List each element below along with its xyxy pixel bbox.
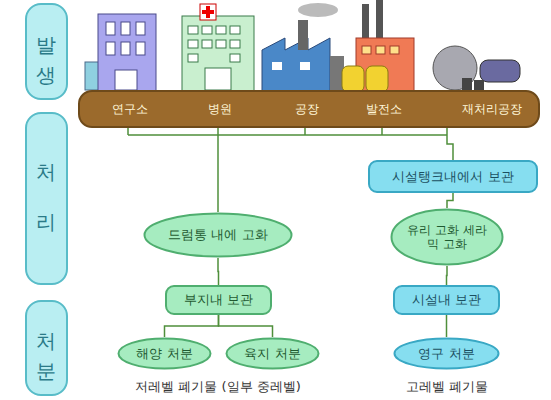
node-text: 처리 — [35, 149, 59, 249]
factory-building — [262, 38, 330, 92]
research-building — [98, 14, 156, 92]
stage-pill: 처리 — [25, 112, 68, 285]
process-ellipse: 드럼통 내에 고화 — [143, 212, 293, 258]
windows — [106, 22, 145, 90]
flow-connector — [219, 315, 273, 337]
windows — [272, 62, 310, 70]
disposal-ellipse: 영구 처분 — [393, 337, 500, 370]
stage-pill: 처분 — [25, 300, 68, 396]
flow-connector — [446, 266, 448, 285]
source-band: 연구소 병원 공장 발전소 재처리공장 — [78, 90, 540, 128]
source-label: 연구소 — [112, 102, 148, 116]
source-label: 병원 — [208, 102, 232, 116]
node-text: 시설탱크내에서 보관 — [392, 169, 513, 185]
node-text: 유리 고화 세라믹 고화 — [407, 223, 487, 252]
storage-box: 부지내 보관 — [165, 285, 272, 315]
node-text: 해양 처분 — [136, 346, 192, 362]
ellipse-shape — [119, 339, 211, 369]
source-label: 발전소 — [366, 102, 402, 116]
source-label: 공장 — [295, 102, 319, 116]
node-text: 처분 — [35, 318, 59, 378]
red-cross — [202, 6, 214, 18]
node-text: 드럼통 내에 고화 — [168, 227, 267, 243]
chimney — [362, 4, 369, 42]
windows — [188, 26, 240, 90]
stage-pill: 발생 — [25, 3, 68, 100]
flow-connector — [447, 128, 453, 160]
disposal-ellipse: 육지 처분 — [225, 337, 320, 370]
ellipse-shape — [145, 214, 292, 257]
flow-connector — [165, 315, 219, 337]
storage-tank — [366, 66, 388, 92]
chimney — [376, 0, 383, 42]
node-text: 발생 — [35, 22, 59, 82]
node-text: 육지 처분 — [244, 346, 300, 362]
storage-box: 시설내 보관 — [393, 285, 500, 315]
chimney — [298, 20, 308, 50]
category-label: 저레벨 폐기물 (일부 중레벨) — [135, 378, 301, 396]
ellipse-shape — [227, 339, 319, 369]
ellipse-shape — [392, 210, 503, 265]
smoke — [298, 3, 338, 17]
storage-box: 시설탱크내에서 보관 — [368, 160, 538, 193]
flow-connector — [446, 315, 448, 337]
merge-wire — [128, 128, 447, 135]
ellipse-shape — [395, 339, 499, 369]
cross-sign — [200, 4, 216, 20]
flow-connector — [447, 193, 453, 208]
flow-connector — [217, 128, 219, 212]
horizontal-tank — [480, 60, 520, 82]
process-ellipse: 유리 고화 세라믹 고화 — [390, 208, 504, 266]
disposal-ellipse: 해양 처분 — [117, 337, 212, 370]
storage-tank — [342, 66, 364, 92]
category-label: 고레벨 폐기물 — [406, 378, 488, 396]
source-label: 재처리공장 — [462, 102, 522, 116]
node-text: 시설내 보관 — [412, 292, 481, 308]
node-text: 영구 처분 — [418, 346, 474, 362]
flow-connector — [217, 258, 219, 285]
hospital-building — [182, 16, 254, 92]
power-plant-building — [356, 38, 414, 92]
node-text: 부지내 보관 — [184, 292, 253, 308]
windows — [362, 46, 399, 54]
